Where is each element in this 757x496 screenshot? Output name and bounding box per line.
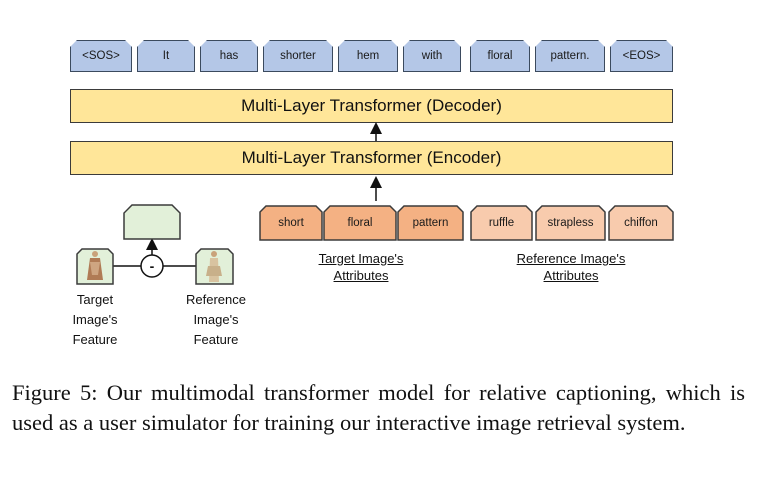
token-has: has [200, 40, 258, 72]
target-attributes-caption: Target Image's Attributes [258, 250, 464, 284]
token-it: It [137, 40, 195, 72]
reference-dress-image [206, 251, 222, 282]
token-label: floral [473, 43, 528, 70]
target-attr-floral: floral [347, 217, 373, 229]
fused-feature-box [123, 204, 181, 240]
token-label: has [203, 43, 256, 70]
target-dress-image [87, 251, 103, 280]
caption-line: Attributes [333, 268, 389, 283]
target-feature-caption: Target Image's Feature [55, 290, 135, 350]
reference-feature-caption: Reference Image's Feature [175, 290, 257, 350]
encoder-block: Multi-Layer Transformer (Encoder) [70, 141, 673, 175]
caption-line: Reference Image's [516, 251, 626, 266]
caption-line: Target Image's [318, 251, 404, 266]
caption-line: Attributes [543, 268, 599, 283]
token-shorter: shorter [263, 40, 333, 72]
reference-attr-strapless: strapless [547, 217, 594, 229]
reference-attr-chiffon: chiffon [624, 217, 658, 229]
difference-operator [140, 254, 164, 278]
difference-operator-symbol: - [149, 258, 155, 274]
diagram-connectors [76, 122, 382, 285]
token-label: pattern. [538, 43, 603, 70]
token-pattern: pattern. [535, 40, 605, 72]
caption-line: Target [76, 292, 114, 307]
caption-line: Image's [193, 312, 239, 327]
caption-line: Feature [72, 332, 118, 347]
target-attr-short: short [278, 217, 304, 229]
token-label: hem [341, 43, 396, 70]
token-label: <EOS> [613, 43, 671, 70]
caption-line: Feature [193, 332, 239, 347]
token-label: It [140, 43, 193, 70]
target-attr-pattern: pattern [412, 217, 449, 229]
token-eos: <EOS> [610, 40, 673, 72]
token-sos: <SOS> [70, 40, 132, 72]
token-label: with [406, 43, 459, 70]
encoder-label: Multi-Layer Transformer (Encoder) [241, 148, 502, 167]
token-label: shorter [266, 43, 331, 70]
reference-attr-ruffle: ruffle [488, 217, 515, 229]
decoder-label: Multi-Layer Transformer (Decoder) [241, 96, 502, 115]
token-label: <SOS> [73, 43, 130, 70]
caption-line: Reference [186, 292, 246, 307]
reference-attributes-caption: Reference Image's Attributes [468, 250, 674, 284]
token-hem: hem [338, 40, 398, 72]
figure-caption: Figure 5: Our multimodal transformer mod… [12, 380, 745, 435]
token-with: with [403, 40, 461, 72]
token-floral: floral [470, 40, 530, 72]
caption-line: Image's [72, 312, 118, 327]
